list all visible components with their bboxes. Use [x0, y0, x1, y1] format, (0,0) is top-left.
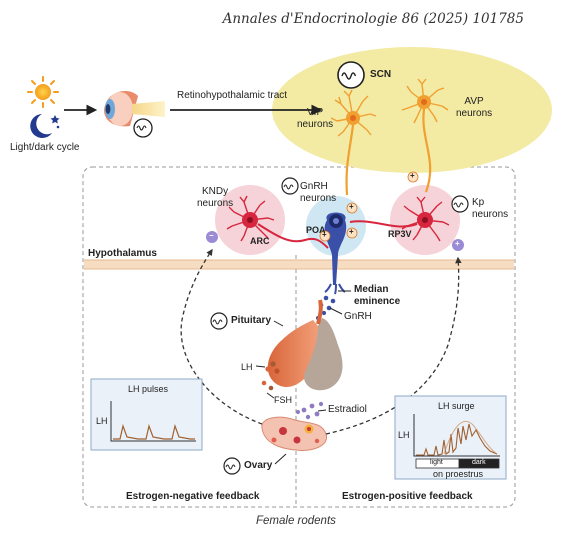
sign-plus-2: +: [349, 227, 354, 236]
dark-label: dark: [472, 459, 486, 466]
outer-dashed-frame: [82, 166, 516, 508]
arc-label: ARC: [250, 236, 270, 246]
light-label: light: [430, 459, 443, 466]
lh-pulses-title: LH pulses: [128, 384, 169, 394]
dark-bar: [458, 458, 500, 469]
lh-granules: [265, 361, 280, 374]
kp-neurons-label: Kp neurons: [472, 197, 509, 220]
hypothalamus-band: [84, 260, 514, 269]
sign-plus-1: +: [349, 202, 354, 211]
median-eminence-label: Median eminence: [354, 284, 401, 307]
vip-neuron: [330, 89, 377, 137]
journal-citation: Annales d'Endocrinologie 86 (2025) 10178…: [222, 11, 524, 27]
sun-icon: [27, 76, 59, 108]
moon-icon: [30, 114, 60, 138]
negative-feedback-arrow: [180, 248, 263, 425]
sign-marks: [206, 171, 464, 251]
avp-neurons-label: AVP neurons: [456, 96, 493, 119]
avp-neuron: [401, 78, 449, 124]
poa-label: POA: [306, 225, 326, 235]
sign-plus-rp3v: +: [455, 239, 460, 248]
arc-to-gnrh-axon: [257, 223, 329, 249]
eye-icon: [104, 90, 165, 127]
avp-to-rp3v-axon: [422, 108, 432, 193]
ovary-pointer: [274, 453, 287, 465]
lh-pulses-trace: [113, 423, 195, 440]
arc-neuron: [226, 195, 275, 242]
ovary: [261, 416, 328, 451]
kndy-neurons-label: KNDy neurons: [197, 186, 234, 209]
sign-minus-arc: −: [209, 231, 214, 240]
ovary-clock-icon: [223, 457, 241, 475]
lh-label: LH: [241, 362, 253, 372]
eye-clock-icon: [133, 118, 153, 138]
proestrus-label: on proestrus: [433, 469, 484, 479]
gnrh-neuron: [324, 212, 347, 295]
light-dark-cycle-label: Light/dark cycle: [10, 142, 80, 153]
sign-plus-3: +: [322, 230, 327, 239]
vip-to-poa-axon: [345, 124, 355, 196]
lh-pulses-ylabel: LH: [96, 416, 108, 426]
fsh-granules: [261, 380, 274, 391]
lh-surge-ylabel: LH: [398, 430, 410, 440]
gnrh-neurons-label: GnRH neurons: [300, 181, 337, 204]
negative-feedback-label: Estrogen-negative feedback: [126, 491, 260, 502]
lh-surge-axes: [413, 414, 500, 457]
gnrh-pointer: [329, 307, 343, 315]
estradiol-granules: [296, 401, 324, 420]
lh-surge-title: LH surge: [438, 401, 475, 411]
positive-feedback-label: Estrogen-positive feedback: [342, 491, 473, 502]
fsh-label: FSH: [274, 395, 292, 405]
pituitary-clock-icon: [210, 312, 228, 330]
lh-surge-trace: [416, 423, 498, 456]
gnrh-label: GnRH: [344, 311, 372, 322]
sign-plus-4: +: [410, 171, 415, 180]
ovary-label: Ovary: [244, 460, 273, 471]
hypothalamus-label: Hypothalamus: [88, 248, 157, 259]
retinohypothalamic-tract-label: Retinohypothalamic tract: [177, 90, 288, 101]
figure-caption: Female rodents: [256, 515, 336, 527]
vip-neurons-label: VIP neurons: [297, 107, 334, 130]
scn-label: SCN: [370, 69, 392, 80]
positive-feedback-arrow: [325, 256, 462, 435]
scn-clock-icon: [337, 61, 365, 89]
rp3v-neuron: [401, 196, 450, 242]
pituitary-pointer: [273, 320, 284, 327]
lh-pulses-axes: [110, 401, 196, 442]
kp-clock-icon: [451, 195, 469, 213]
rp3v-to-gnrh-axon: [349, 220, 418, 228]
estradiol-label: Estradiol: [328, 404, 367, 415]
pituitary-label: Pituitary: [231, 315, 272, 326]
rp3v-label: RP3V: [388, 229, 412, 239]
gnrh-clock-icon: [281, 177, 299, 195]
pituitary-gland: [267, 299, 343, 391]
